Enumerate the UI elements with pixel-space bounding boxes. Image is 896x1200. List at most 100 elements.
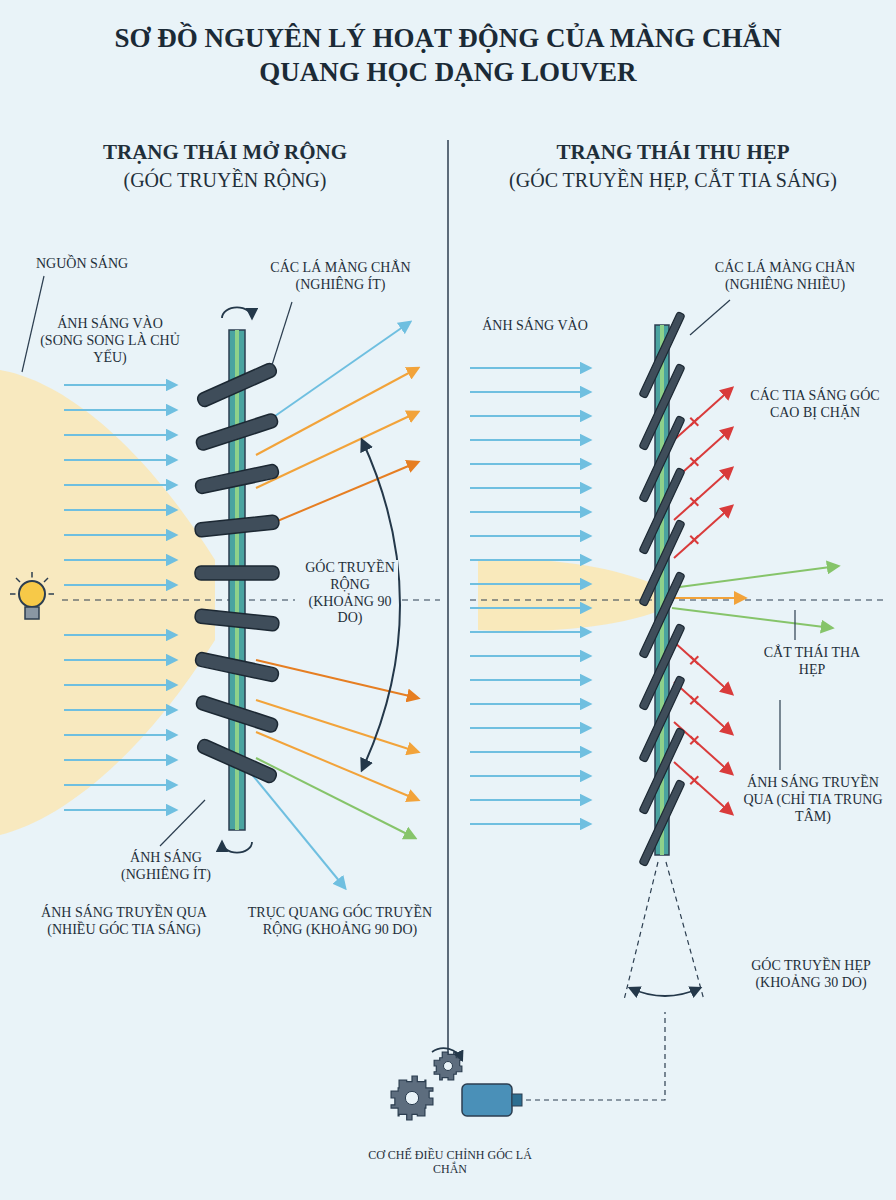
divider-line [447,140,449,1060]
title: SƠ ĐỒ NGUYÊN LÝ HOẠT ĐỘNG CỦA MÀNG CHẮN … [110,22,786,90]
louver-slat [639,468,685,555]
block-mark [690,418,698,426]
passed-ray [672,566,838,588]
leader-line [160,800,205,846]
cone-line [666,862,704,1000]
incoming-ray [64,409,176,411]
incoming-ray [470,463,590,465]
incoming-ray [64,684,176,686]
louver-slat [196,738,278,785]
incoming-ray [470,535,590,537]
light-bulb [19,581,45,619]
louver-slat [194,463,279,494]
louver-slat [639,312,685,399]
incoming-ray [64,709,176,711]
light-ray [256,700,418,752]
light-ray [256,660,418,698]
block-mark [690,418,698,426]
annotation-label: GÓC TRUYỀN RỘNG (KHOẢNG 90 DO) [302,560,398,627]
block-mark [690,656,698,664]
louver-slat [639,624,685,711]
block-mark [690,536,698,544]
incoming-ray [64,584,176,586]
light-ray [256,732,418,800]
incoming-ray [470,559,590,561]
incoming-ray [64,734,176,736]
incoming-ray [470,607,590,609]
bulb-ray [44,578,48,582]
block-mark [690,696,698,704]
incoming-ray [64,634,176,636]
incoming-ray [470,367,590,369]
louver-slat [196,362,278,409]
light-ray [256,368,418,455]
louver-slat [639,364,685,451]
rotation-arrow [222,307,252,318]
annotation-label: GÓC TRUYỀN HẸP (KHOẢNG 30 DO) [736,958,886,992]
annotation-label: ÁNH SÁNG VÀO [470,318,600,335]
bulb-ray [16,578,20,582]
incoming-ray [64,509,176,511]
optical-axis [402,599,440,600]
louver-slat [639,728,685,815]
incoming-ray [64,534,176,536]
block-mark [690,498,698,506]
annotation-label: CÁC LÁ MÀNG CHẮN (NGHIÊNG NHIỀU) [690,260,880,294]
incoming-ray [64,459,176,461]
incoming-ray [470,799,590,801]
block-mark [690,536,698,544]
blocked-ray [674,388,732,440]
cone-line [624,862,658,1000]
incoming-ray [64,784,176,786]
bulb-ray [49,593,55,595]
panel-heading: TRẠNG THÁI MỞ RỘNG [20,140,430,165]
leader-line [794,610,795,640]
incoming-ray [470,655,590,657]
block-mark [690,458,698,466]
panel-heading: (GÓC TRUYỀN HẸP, CẮT TIA SÁNG) [458,168,888,192]
angle-arc [630,988,700,996]
incoming-ray [470,751,590,753]
annotation-label: ÁNH SÁNG TRUYỀN QUA (CHỈ TIA TRUNG TÂM) [738,775,888,825]
leader-line [779,700,780,770]
light-glow [478,559,656,631]
leader-line [690,300,730,335]
louver-slat [194,651,279,682]
annotation-label: CÁC TIA SÁNG GÓC CAO BỊ CHẶN [742,388,888,422]
panel-heading: TRẠNG THÁI THU HẸP [458,140,888,165]
louver-slat [195,412,279,451]
block-mark [690,656,698,664]
incoming-ray [470,775,590,777]
incoming-ray [64,434,176,436]
annotation-label: ÁNH SÁNG TRUYỀN QUA (NHIỀU GÓC TIA SÁNG) [34,905,214,939]
incoming-ray [64,659,176,661]
incoming-ray [470,631,590,633]
light-ray [256,412,418,488]
block-mark [690,776,698,784]
annotation-label: CÁC LÁ MÀNG CHẮN (NGHIÊNG ÍT) [248,260,433,294]
bulb-ray [10,593,16,595]
incoming-ray [470,487,590,489]
incoming-ray [470,583,590,585]
block-mark [690,696,698,704]
optical-axis [470,599,888,600]
leader-line [22,276,44,372]
louver-slat [195,566,279,580]
block-mark [690,498,698,506]
incoming-ray [64,759,176,761]
annotation-label: CẮT THÁI THA HẸP [752,645,872,679]
block-mark [690,736,698,744]
louver-slat [639,520,685,607]
louver-slat [639,572,685,659]
annotation-label: CƠ CHẾ ĐIỀU CHỈNH GÓC LÁ CHẮN [360,1148,540,1177]
incoming-ray [64,559,176,561]
louver-slat [194,515,279,538]
optical-axis [62,599,295,600]
incoming-ray [64,809,176,811]
incoming-ray [470,391,590,393]
incoming-ray [64,484,176,486]
control-link [526,1012,665,1100]
panel-heading: (GÓC TRUYỀN RỘNG) [20,168,430,192]
incoming-ray [470,511,590,513]
